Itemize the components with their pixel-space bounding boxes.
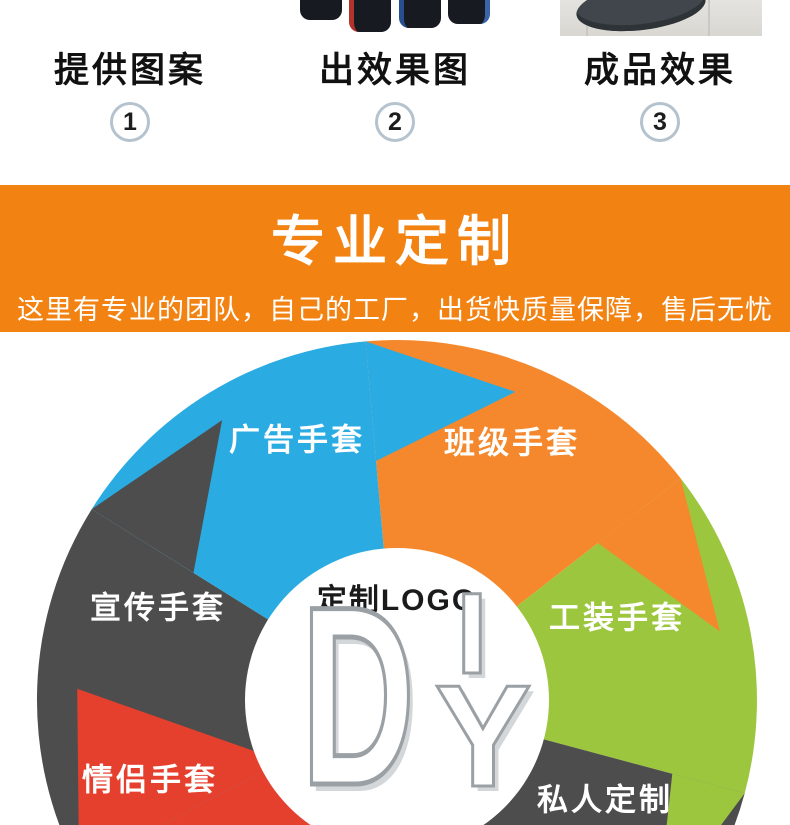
glove-finger-shape <box>398 0 441 28</box>
wheel-center-label: 定制LOGO <box>316 584 478 617</box>
diy-letter-d: D <box>299 554 416 825</box>
step-2-label: 出效果图 <box>318 51 471 90</box>
wheel-segment-label: 私人定制 <box>537 782 673 818</box>
wheel-segment-label: 班级手套 <box>444 425 580 461</box>
step-2: 出效果图 2 <box>265 0 525 142</box>
glove-finger-shape <box>349 0 392 32</box>
wheel-segment-label: 广告手套 <box>229 422 365 458</box>
step3-product-photo-cutoff <box>560 0 762 36</box>
diy-letter-i: I <box>455 570 490 698</box>
diy-wheel: 定制LOGO D I Y 班级手套工装手套私人定制 情侣手套 宣传手套 广告手套 <box>0 335 790 825</box>
diy-letter-y: Y <box>433 655 533 817</box>
banner-title: 专业定制 <box>271 212 519 272</box>
banner-subtitle: 这里有专业的团队，自己的工厂，出货快质量保障，售后无忧 <box>17 295 773 325</box>
process-steps: 提供图案 1 出效果图 2 成品效果 3 <box>0 0 790 142</box>
wheel-graphic <box>36 340 757 825</box>
step-1-number-badge: 1 <box>110 102 150 142</box>
promo-banner: 专业定制 这里有专业的团队，自己的工厂，出货快质量保障，售后无忧 <box>0 185 790 332</box>
step-2-number-badge: 2 <box>375 102 415 142</box>
step-1-label: 提供图案 <box>53 51 206 90</box>
glove-finger-shape <box>300 0 342 20</box>
wheel-segment-label: 工装手套 <box>549 600 685 636</box>
step-3: 成品效果 3 <box>530 0 790 142</box>
step-3-number-badge: 3 <box>640 102 680 142</box>
step2-product-photo-cutoff <box>300 0 490 32</box>
glove-finger-shape <box>447 0 490 24</box>
step-1: 提供图案 1 <box>0 0 260 142</box>
wheel-segment-label: 宣传手套 <box>90 590 226 626</box>
wheel-segment-label: 情侣手套 <box>82 762 218 798</box>
step-3-label: 成品效果 <box>583 51 736 90</box>
